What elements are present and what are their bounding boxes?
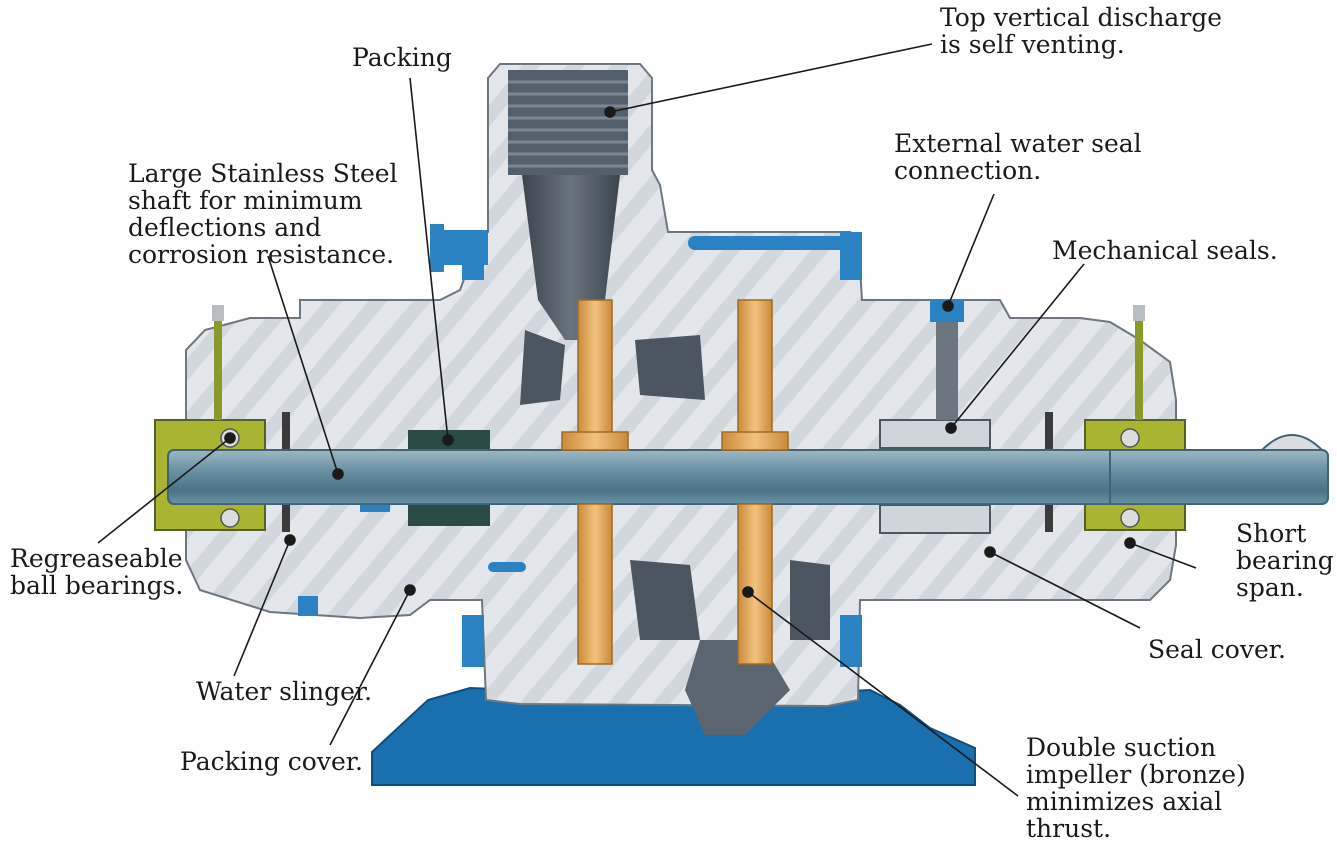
label-large-shaft: Large Stainless Steel shaft for minimum … <box>128 159 398 269</box>
leader-water-seal <box>947 193 995 307</box>
leader-packing <box>409 77 449 441</box>
discharge-threads <box>508 70 628 175</box>
leader-impeller <box>747 591 1019 797</box>
leader-large-shaft <box>267 255 339 475</box>
leader-packing-cover <box>329 589 411 746</box>
label-seal-cover: Seal cover. <box>1148 635 1286 664</box>
label-packing: Packing <box>352 43 452 72</box>
mech-seal-upper <box>879 419 991 449</box>
leader-bearing-span <box>1129 542 1197 569</box>
leader-top-discharge <box>609 43 933 113</box>
leader-slinger <box>233 539 291 677</box>
volute-cavity-lower-right <box>790 560 830 640</box>
label-top-discharge: Top vertical discharge is self venting. <box>940 3 1223 59</box>
leader-seal-cover <box>989 551 1141 629</box>
label-mech-seals: Mechanical seals. <box>1052 236 1278 265</box>
left-grease-fitting <box>214 320 222 420</box>
leader-bearings <box>97 437 231 544</box>
label-water-seal: External water seal connection. <box>894 129 1142 185</box>
volute-cavity-upper-left <box>520 330 565 405</box>
impeller <box>561 299 789 665</box>
label-packing-cover: Packing cover. <box>180 747 363 776</box>
label-bearing-span: Short bearing span. <box>1236 519 1334 602</box>
leader-mech-seals <box>950 263 1085 429</box>
discharge-cone <box>522 175 620 340</box>
label-bearings: Regreaseable ball bearings. <box>10 544 184 600</box>
volute-cavity-upper-right <box>635 335 705 400</box>
packing-lower <box>408 504 490 526</box>
flange-bolts <box>298 232 862 667</box>
label-impeller: Double suction impeller (bronze) minimiz… <box>1026 733 1246 843</box>
right-grease-fitting <box>1135 320 1143 420</box>
top-bar <box>688 236 848 250</box>
shaft-keyway <box>1259 434 1325 451</box>
thread-lines <box>508 80 628 168</box>
label-water-slinger: Water slinger. <box>196 677 373 706</box>
volute-cavity-lower <box>630 560 700 640</box>
water-seal-pipe <box>936 320 958 420</box>
